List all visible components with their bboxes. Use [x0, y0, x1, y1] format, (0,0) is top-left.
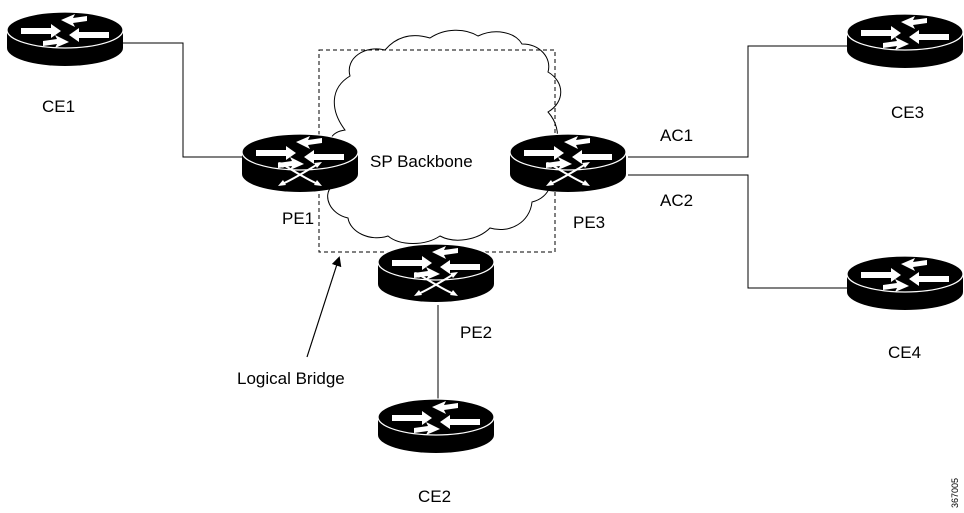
figure-id: 367005 [950, 478, 960, 508]
logical-bridge-arrow [306, 256, 342, 358]
ce3-router-icon [846, 13, 964, 69]
link-ac2 [628, 174, 860, 289]
ce1-router-icon [6, 11, 124, 67]
ac2-label: AC2 [660, 191, 693, 210]
ac1-label: AC1 [660, 126, 693, 145]
pe3-label: PE3 [573, 213, 605, 232]
ce3-label: CE3 [891, 103, 924, 122]
pe2-label: PE2 [460, 323, 492, 342]
pe3-router-icon [508, 132, 628, 194]
logical-bridge-label: Logical Bridge [237, 369, 345, 388]
link-ce1-pe1 [118, 42, 250, 158]
ce4-router-icon [846, 255, 964, 311]
pe1-router-icon [240, 132, 360, 194]
cloud-label: SP Backbone [370, 152, 473, 171]
link-ac1 [628, 45, 860, 158]
ce4-label: CE4 [888, 343, 921, 362]
ce1-label: CE1 [42, 97, 75, 116]
pe2-router-icon [376, 242, 496, 304]
pe1-label: PE1 [282, 209, 314, 228]
ce2-label: CE2 [418, 487, 451, 506]
sp-backbone-cloud [322, 29, 562, 244]
ce2-router-icon [377, 398, 495, 454]
